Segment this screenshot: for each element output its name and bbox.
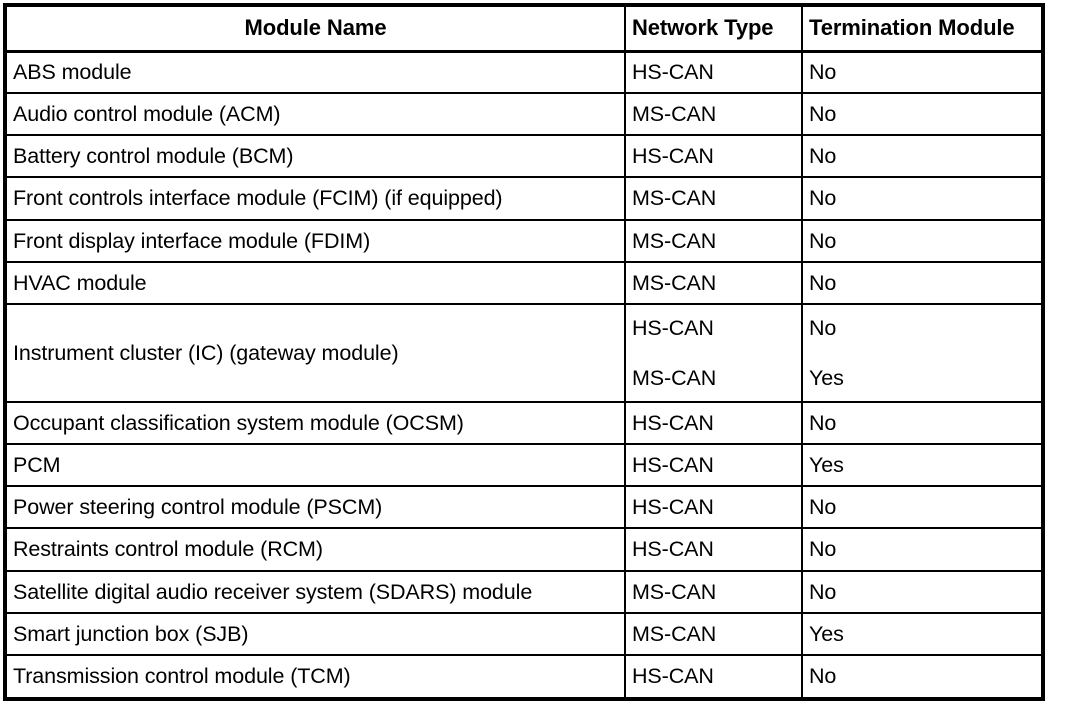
cell-network-type: MS-CAN [625, 569, 803, 613]
table-row: Occupant classification system module (O… [7, 401, 1041, 445]
cell-termination-module: No Yes [802, 302, 1041, 403]
cell-network-type: MS-CAN [625, 611, 803, 655]
cell-termination-module: Yes [802, 443, 1041, 487]
column-header-termination-module: Termination Module [802, 7, 1041, 53]
cell-module-name: Smart junction box (SJB) [7, 611, 626, 655]
cell-network-type: MS-CAN [625, 260, 803, 304]
table-header-row: Module Name Network Type Termination Mod… [7, 7, 1041, 53]
table-header: Module Name Network Type Termination Mod… [7, 7, 1041, 53]
cell-termination-module: No [802, 485, 1041, 529]
cell-termination-module: No [802, 134, 1041, 178]
cell-network-type: HS-CAN [625, 527, 803, 571]
cell-termination-module: Yes [802, 611, 1041, 655]
table-row-gateway: Instrument cluster (IC) (gateway module)… [7, 302, 1041, 403]
cell-module-name: ABS module [7, 49, 626, 94]
table-body: ABS module HS-CAN No Audio control modul… [7, 49, 1041, 697]
cell-network-type: MS-CAN [625, 218, 803, 262]
column-header-network-type: Network Type [625, 7, 803, 53]
cell-termination-module: No [802, 260, 1041, 304]
cell-module-name: Power steering control module (PSCM) [7, 485, 626, 529]
cell-termination-module: No [802, 49, 1041, 94]
cell-module-name: Audio control module (ACM) [7, 92, 626, 136]
table-row: Power steering control module (PSCM) HS-… [7, 485, 1041, 529]
table-row: Satellite digital audio receiver system … [7, 569, 1041, 613]
cell-module-name: Satellite digital audio receiver system … [7, 569, 626, 613]
termination-module-stack: No Yes [809, 316, 1035, 390]
cell-network-type: HS-CAN [625, 443, 803, 487]
cell-module-name: Front display interface module (FDIM) [7, 218, 626, 262]
network-type-secondary: MS-CAN [632, 365, 717, 390]
table-row: Battery control module (BCM) HS-CAN No [7, 134, 1041, 178]
cell-network-type: HS-CAN MS-CAN [625, 302, 803, 403]
cell-network-type: HS-CAN [625, 653, 803, 697]
cell-termination-module: No [802, 653, 1041, 697]
termination-module-primary: No [809, 315, 837, 340]
cell-module-name: PCM [7, 443, 626, 487]
table-row: Front controls interface module (FCIM) (… [7, 176, 1041, 220]
cell-termination-module: No [802, 401, 1041, 445]
cell-termination-module: No [802, 92, 1041, 136]
table-row: Smart junction box (SJB) MS-CAN Yes [7, 611, 1041, 655]
cell-network-type: MS-CAN [625, 176, 803, 220]
cell-termination-module: No [802, 569, 1041, 613]
network-type-primary: HS-CAN [632, 315, 714, 340]
cell-module-name: Instrument cluster (IC) (gateway module) [7, 302, 626, 403]
table-row: Front display interface module (FDIM) MS… [7, 218, 1041, 262]
modules-table: Module Name Network Type Termination Mod… [7, 7, 1041, 697]
cell-module-name: Battery control module (BCM) [7, 134, 626, 178]
cell-network-type: HS-CAN [625, 49, 803, 94]
table-row: HVAC module MS-CAN No [7, 260, 1041, 304]
cell-module-name: Restraints control module (RCM) [7, 527, 626, 571]
termination-module-secondary: Yes [809, 365, 844, 390]
cell-network-type: HS-CAN [625, 134, 803, 178]
cell-network-type: HS-CAN [625, 401, 803, 445]
cell-module-name: Occupant classification system module (O… [7, 401, 626, 445]
cell-module-name: Transmission control module (TCM) [7, 653, 626, 697]
cell-module-name: HVAC module [7, 260, 626, 304]
table-row: Restraints control module (RCM) HS-CAN N… [7, 527, 1041, 571]
cell-termination-module: No [802, 176, 1041, 220]
table-row: ABS module HS-CAN No [7, 49, 1041, 94]
table-row: Transmission control module (TCM) HS-CAN… [7, 653, 1041, 697]
cell-network-type: MS-CAN [625, 92, 803, 136]
cell-network-type: HS-CAN [625, 485, 803, 529]
table-row: PCM HS-CAN Yes [7, 443, 1041, 487]
modules-table-container: Module Name Network Type Termination Mod… [3, 3, 1045, 701]
column-header-module-name: Module Name [7, 7, 626, 53]
network-type-stack: HS-CAN MS-CAN [632, 316, 795, 390]
cell-termination-module: No [802, 527, 1041, 571]
cell-module-name: Front controls interface module (FCIM) (… [7, 176, 626, 220]
cell-termination-module: No [802, 218, 1041, 262]
table-row: Audio control module (ACM) MS-CAN No [7, 92, 1041, 136]
